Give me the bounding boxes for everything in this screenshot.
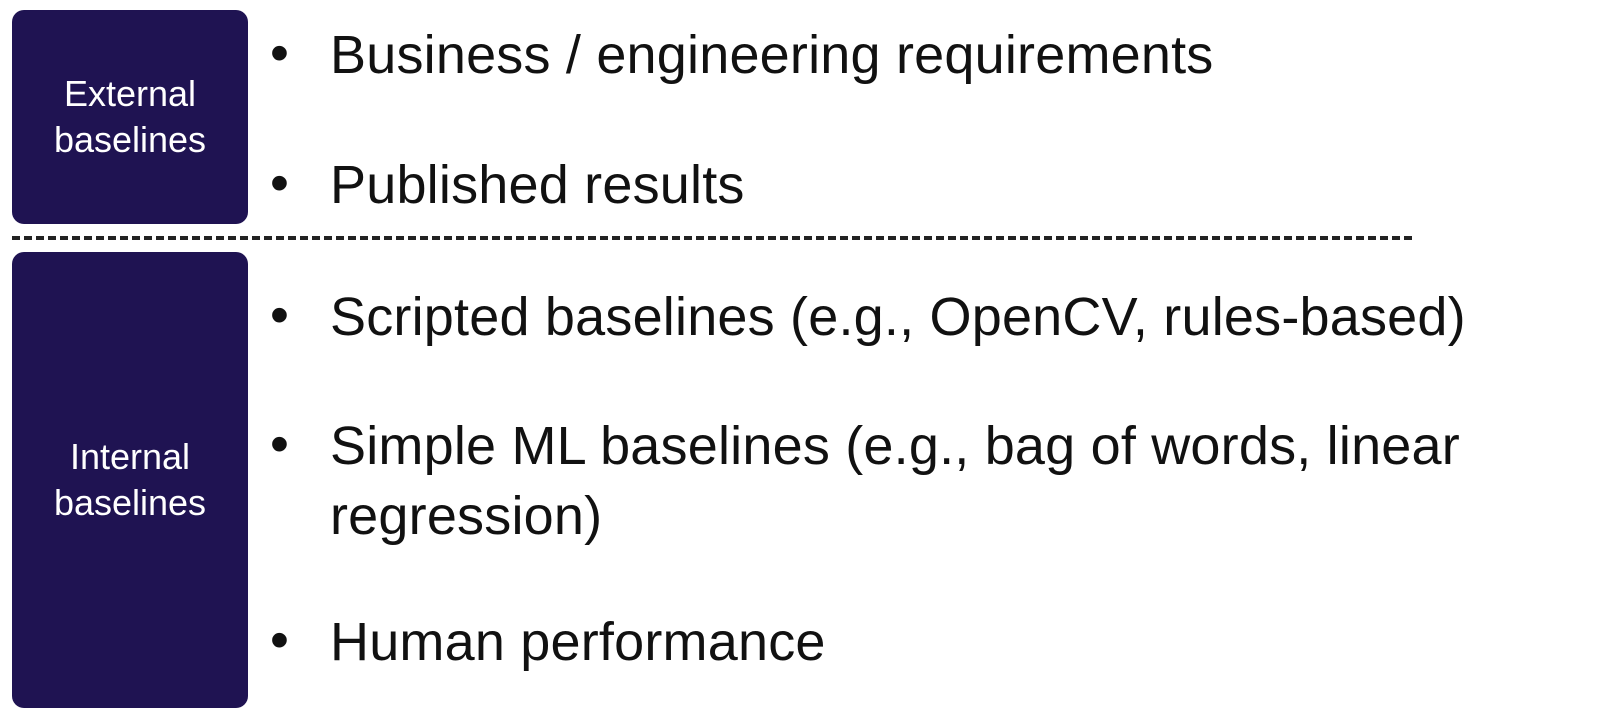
internal-baselines-box: Internal baselines <box>12 252 248 708</box>
bullet-icon: • <box>270 285 289 345</box>
list-item-text: Human performance <box>330 612 826 672</box>
list-item-text: Scripted baselines (e.g., OpenCV, rules-… <box>330 287 1466 347</box>
bullet-icon: • <box>270 610 289 670</box>
dashed-divider <box>12 236 1412 240</box>
external-baselines-box: External baselines <box>12 10 248 224</box>
bullet-icon: • <box>270 414 289 474</box>
list-item: • Scripted baselines (e.g., OpenCV, rule… <box>270 282 1590 352</box>
external-baselines-label: External baselines <box>53 73 207 160</box>
list-item-text: Business / engineering requirements <box>330 25 1214 85</box>
list-item: • Human performance <box>270 607 1590 677</box>
bullet-icon: • <box>270 153 289 213</box>
list-item: • Simple ML baselines (e.g., bag of word… <box>270 411 1590 551</box>
list-item: • Published results <box>270 150 1590 220</box>
internal-baselines-label: Internal baselines <box>53 436 207 523</box>
list-item: • Business / engineering requirements <box>270 20 1590 90</box>
list-item-text: Simple ML baselines (e.g., bag of words,… <box>330 416 1460 546</box>
bullet-icon: • <box>270 23 289 83</box>
list-item-text: Published results <box>330 155 745 215</box>
